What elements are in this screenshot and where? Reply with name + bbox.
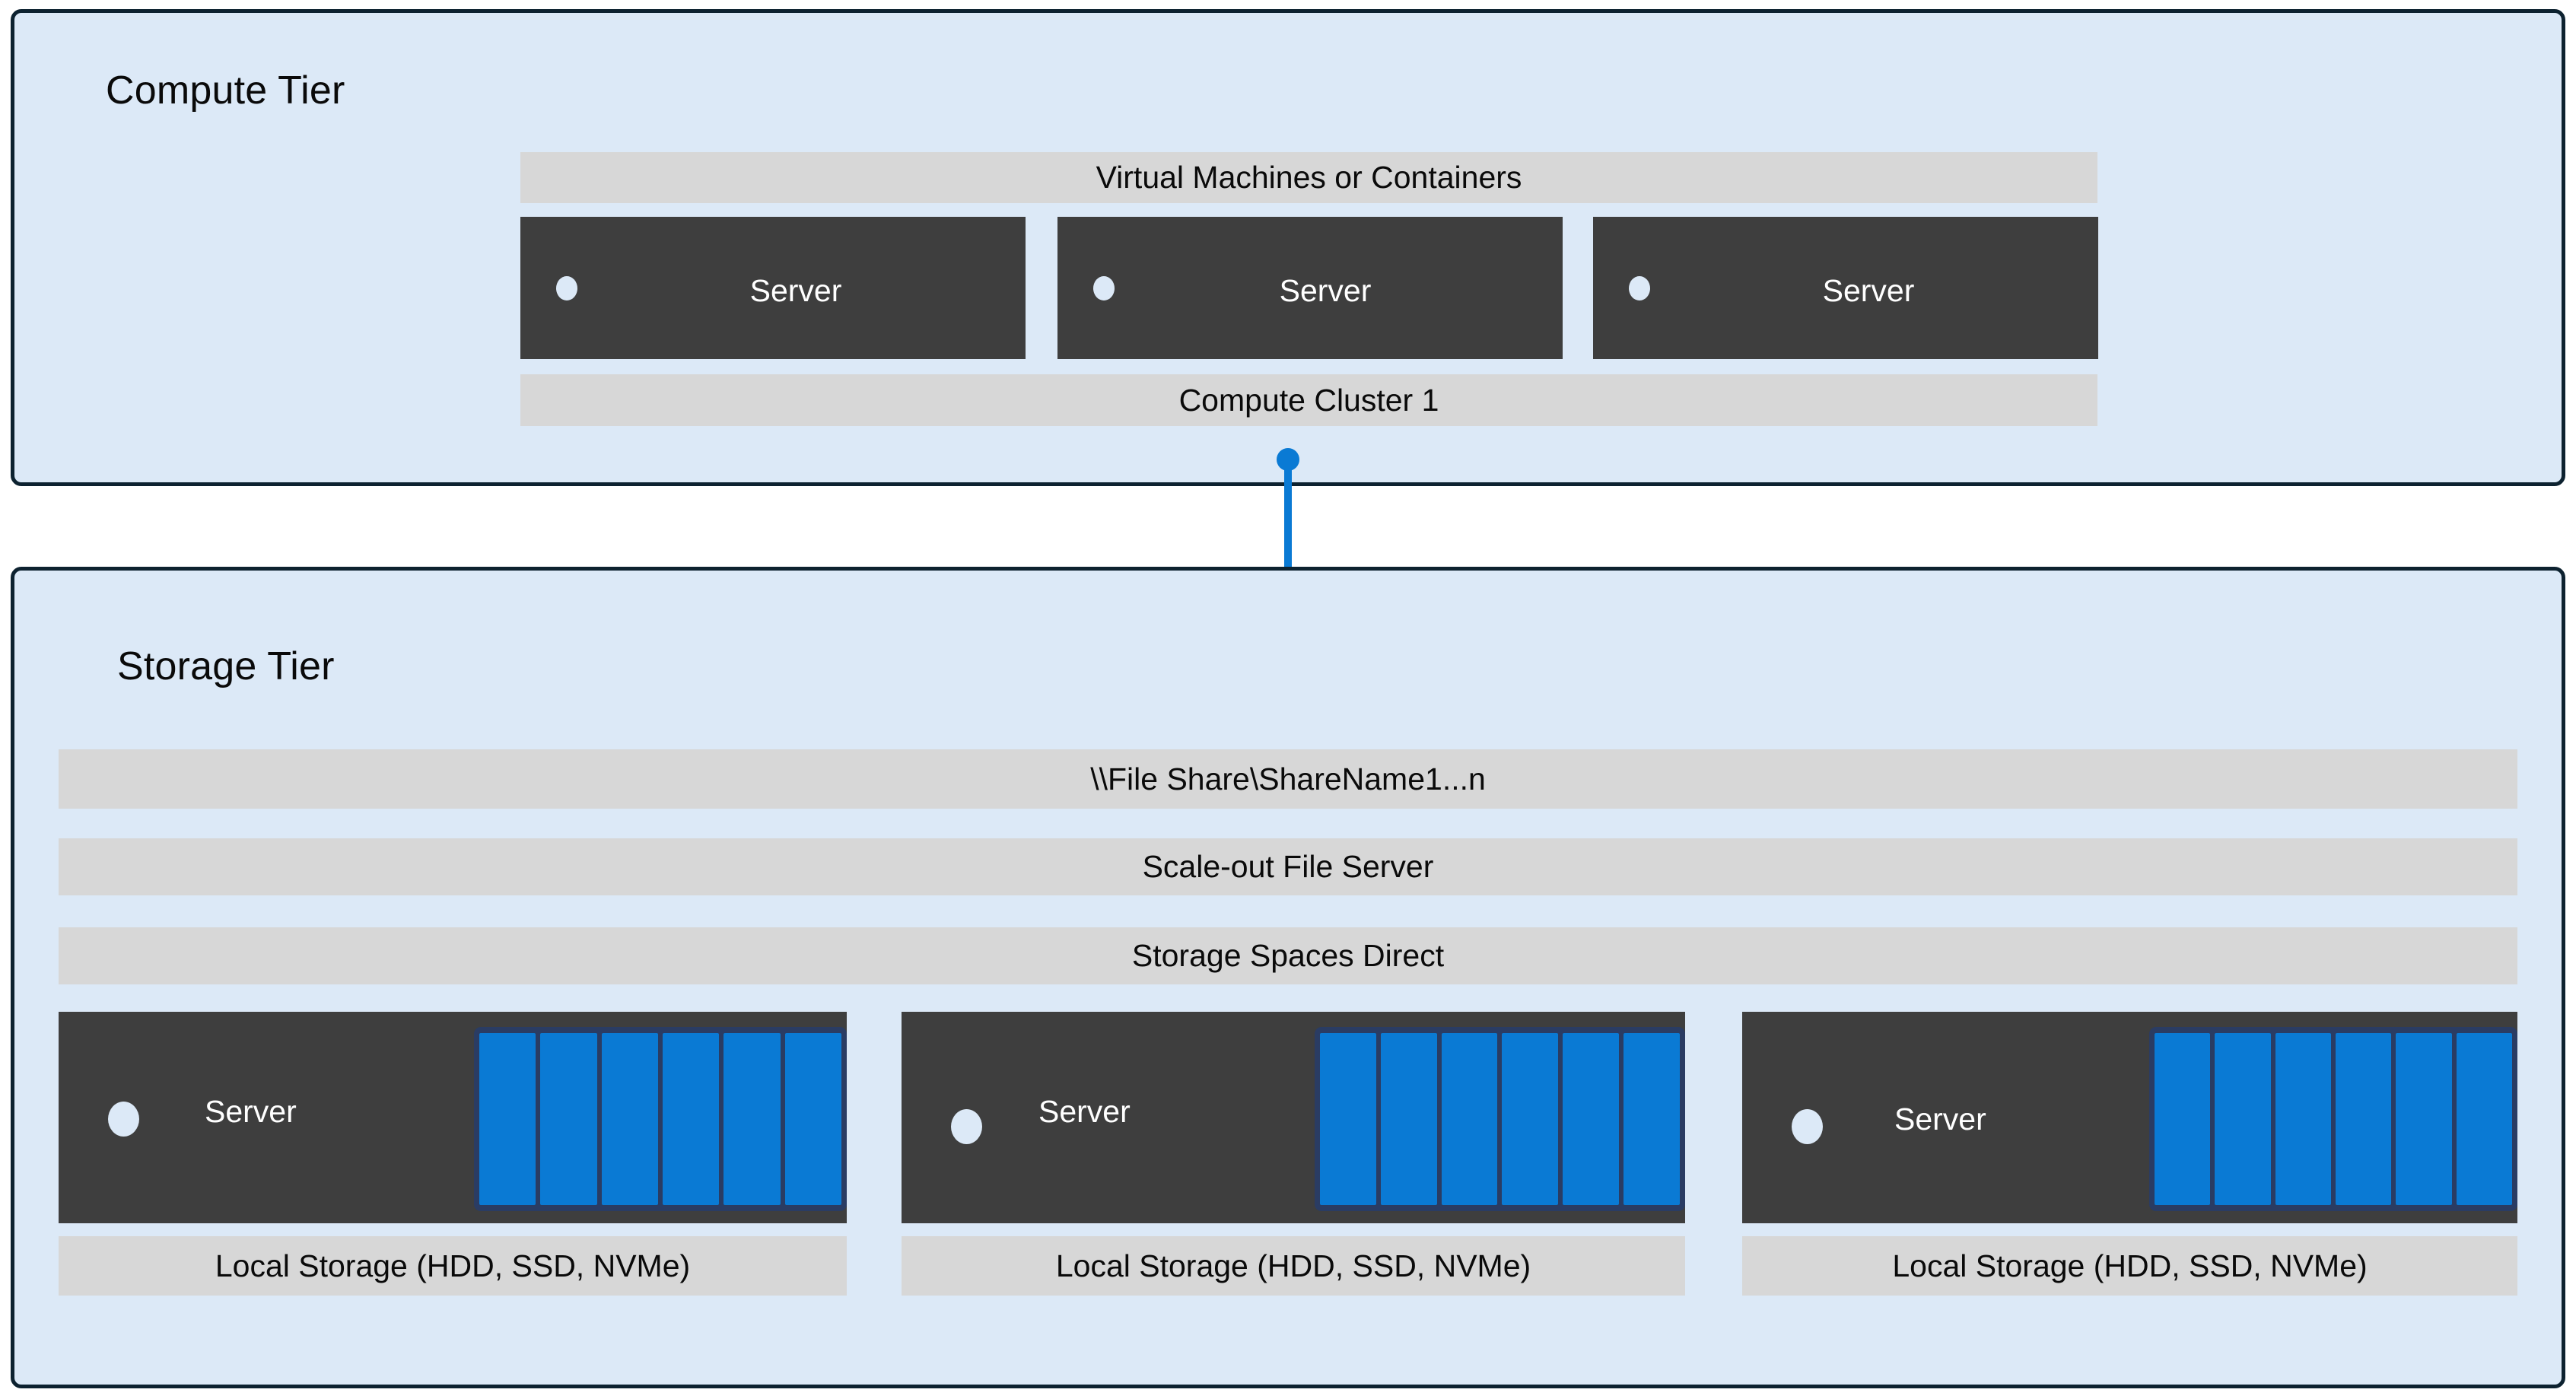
storage-server-2-label: Server <box>1038 1094 1131 1129</box>
status-led-icon <box>1629 276 1650 300</box>
disk <box>479 1033 536 1205</box>
compute-cluster-bar: Compute Cluster 1 <box>520 374 2097 426</box>
disk <box>1624 1033 1680 1205</box>
disk <box>1563 1033 1620 1205</box>
disk <box>2275 1033 2331 1205</box>
disk <box>2335 1033 2392 1205</box>
storage-server-3-label: Server <box>1894 1102 1986 1137</box>
disk <box>662 1033 720 1205</box>
disk <box>724 1033 781 1205</box>
compute-server-1: Server <box>520 217 1026 359</box>
disk <box>1320 1033 1376 1205</box>
scale-out-file-server-bar: Scale-out File Server <box>59 838 2517 895</box>
local-storage-bar-2: Local Storage (HDD, SSD, NVMe) <box>902 1236 1685 1296</box>
status-led-icon <box>1792 1109 1823 1144</box>
compute-tier-panel: Compute Tier Virtual Machines or Contain… <box>11 9 2565 486</box>
compute-server-1-label: Server <box>749 273 842 308</box>
disk <box>1380 1033 1437 1205</box>
disk <box>540 1033 597 1205</box>
tier-connector-line <box>1284 456 1292 615</box>
disk <box>601 1033 658 1205</box>
local-storage-bar-1: Local Storage (HDD, SSD, NVMe) <box>59 1236 847 1296</box>
disk <box>2456 1033 2512 1205</box>
disk <box>2215 1033 2271 1205</box>
compute-server-3-label: Server <box>1822 273 1915 308</box>
disk-array-1 <box>474 1027 847 1211</box>
disk <box>2396 1033 2452 1205</box>
compute-server-3: Server <box>1593 217 2098 359</box>
disk-array-3 <box>2149 1027 2517 1211</box>
local-storage-bar-3: Local Storage (HDD, SSD, NVMe) <box>1742 1236 2517 1296</box>
file-share-bar: \\File Share\ShareName1...n <box>59 749 2517 809</box>
disk <box>1441 1033 1498 1205</box>
disk <box>2155 1033 2211 1205</box>
storage-tier-title: Storage Tier <box>117 644 335 688</box>
status-led-icon <box>1093 276 1115 300</box>
virtual-machines-bar: Virtual Machines or Containers <box>520 152 2097 203</box>
status-led-icon <box>951 1109 982 1144</box>
status-led-icon <box>556 276 577 300</box>
storage-spaces-direct-bar: Storage Spaces Direct <box>59 927 2517 984</box>
compute-server-2-label: Server <box>1279 273 1372 308</box>
compute-tier-title: Compute Tier <box>106 68 345 113</box>
disk <box>784 1033 841 1205</box>
disk <box>1502 1033 1559 1205</box>
disk-array-2 <box>1315 1027 1685 1211</box>
compute-server-2: Server <box>1057 217 1563 359</box>
storage-server-1-label: Server <box>205 1094 297 1129</box>
status-led-icon <box>108 1102 139 1137</box>
